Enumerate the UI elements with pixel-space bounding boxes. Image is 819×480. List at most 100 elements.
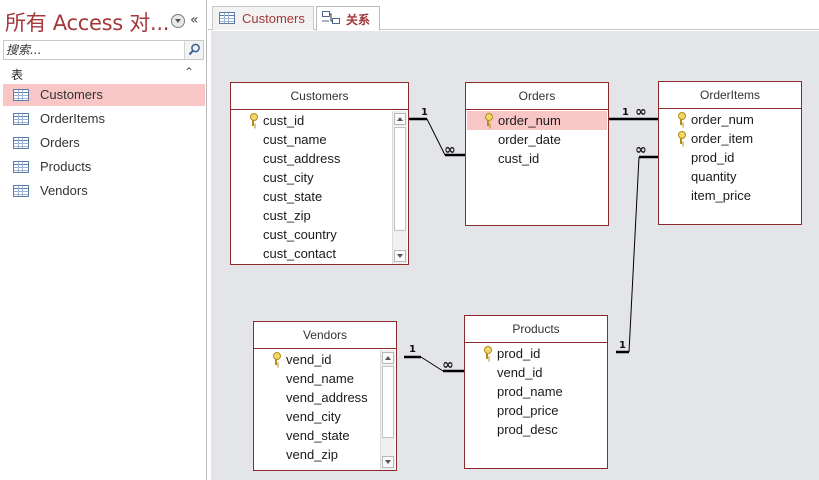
tab-label: Customers bbox=[242, 11, 305, 26]
relationship-line-vendors-products bbox=[404, 355, 464, 373]
field-vend-zip[interactable]: vend_zip bbox=[255, 445, 380, 464]
primary-key-icon bbox=[249, 113, 258, 127]
relationships-icon bbox=[322, 11, 340, 24]
primary-key-icon bbox=[483, 346, 492, 360]
field-prod-price[interactable]: prod_price bbox=[466, 401, 606, 420]
field-name: vend_zip bbox=[286, 447, 339, 462]
primary-key-icon bbox=[272, 352, 281, 366]
relationship-many-label: ∞ bbox=[635, 142, 647, 158]
search-input[interactable] bbox=[6, 42, 184, 58]
field-cust-state[interactable]: cust_state bbox=[232, 187, 392, 206]
field-cust-contact[interactable]: cust_contact bbox=[232, 244, 392, 263]
table-title[interactable]: Customers bbox=[231, 83, 408, 110]
field-vend-city[interactable]: vend_city bbox=[255, 407, 380, 426]
relationship-line-products-orderitems bbox=[616, 155, 658, 354]
field-cust-id[interactable]: cust_id bbox=[467, 149, 607, 168]
table-vendors[interactable]: Vendors vend_id vend_name vend_address v… bbox=[253, 321, 397, 471]
field-order-num[interactable]: order_num bbox=[467, 111, 607, 130]
table-icon bbox=[13, 185, 29, 197]
field-cust-zip[interactable]: cust_zip bbox=[232, 206, 392, 225]
relationship-line-customers-orders bbox=[408, 117, 465, 157]
field-name: cust_contact bbox=[263, 246, 336, 261]
nav-item-label: Customers bbox=[40, 87, 103, 102]
field-name: cust_zip bbox=[263, 208, 311, 223]
tab-customers[interactable]: Customers bbox=[212, 6, 314, 30]
table-title[interactable]: Products bbox=[465, 316, 607, 343]
field-cust-city[interactable]: cust_city bbox=[232, 168, 392, 187]
field-name: cust_address bbox=[263, 151, 341, 166]
table-customers[interactable]: Customers cust_id cust_name cust_address… bbox=[230, 82, 409, 265]
primary-key-icon bbox=[677, 131, 686, 145]
group-label: 表 bbox=[11, 68, 24, 82]
nav-menu-dropdown-icon[interactable] bbox=[171, 14, 185, 28]
field-vend-state[interactable]: vend_state bbox=[255, 426, 380, 445]
scroll-down-icon[interactable] bbox=[382, 456, 394, 468]
nav-item-products[interactable]: Products bbox=[3, 156, 205, 178]
field-vend-id[interactable]: vend_id bbox=[255, 350, 380, 369]
document-tab-bar: Customers 关系 bbox=[208, 0, 819, 31]
relationships-canvas[interactable]: 1 ∞ 1 ∞ 1 ∞ 1 ∞ Customers cust_id cust_n… bbox=[211, 31, 819, 480]
scroll-thumb[interactable] bbox=[394, 127, 406, 231]
field-quantity[interactable]: quantity bbox=[660, 167, 800, 186]
relationship-many-label: ∞ bbox=[635, 104, 647, 120]
table-orders[interactable]: Orders order_num order_date cust_id bbox=[465, 82, 609, 226]
tab-relationships[interactable]: 关系 bbox=[316, 6, 380, 31]
nav-title[interactable]: 所有 Access 对... bbox=[5, 11, 170, 35]
field-name: prod_name bbox=[497, 384, 563, 399]
navigation-pane: 所有 Access 对... « 表 ⌃ Customers OrderItem… bbox=[0, 0, 207, 480]
field-cust-country[interactable]: cust_country bbox=[232, 225, 392, 244]
field-prod-id[interactable]: prod_id bbox=[466, 344, 606, 363]
field-name: cust_city bbox=[263, 170, 314, 185]
nav-item-vendors[interactable]: Vendors bbox=[3, 180, 205, 202]
nav-item-label: Vendors bbox=[40, 183, 88, 198]
scroll-down-icon[interactable] bbox=[394, 250, 406, 262]
field-name: cust_id bbox=[498, 151, 540, 166]
table-icon bbox=[219, 12, 235, 24]
field-cust-address[interactable]: cust_address bbox=[232, 149, 392, 168]
field-vend-name[interactable]: vend_name bbox=[255, 369, 380, 388]
field-name: vend_city bbox=[286, 409, 341, 424]
table-products[interactable]: Products prod_id vend_id prod_name prod_… bbox=[464, 315, 608, 469]
nav-item-orderitems[interactable]: OrderItems bbox=[3, 108, 205, 130]
table-title[interactable]: Vendors bbox=[254, 322, 396, 349]
scroll-up-icon[interactable] bbox=[394, 113, 406, 125]
field-name: quantity bbox=[691, 169, 737, 184]
search-icon bbox=[188, 43, 200, 56]
field-name: prod_id bbox=[691, 150, 735, 165]
field-prod-name[interactable]: prod_name bbox=[466, 382, 606, 401]
primary-key-icon bbox=[484, 113, 493, 127]
field-prod-desc[interactable]: prod_desc bbox=[466, 420, 606, 439]
scroll-up-icon[interactable] bbox=[382, 352, 394, 364]
field-prod-id[interactable]: prod_id bbox=[660, 148, 800, 167]
table-title[interactable]: Orders bbox=[466, 83, 608, 110]
nav-header: 所有 Access 对... « bbox=[0, 6, 207, 38]
field-order-item[interactable]: order_item bbox=[660, 129, 800, 148]
primary-key-icon bbox=[677, 112, 686, 126]
table-icon bbox=[13, 161, 29, 173]
field-name: prod_desc bbox=[497, 422, 558, 437]
field-cust-id[interactable]: cust_id bbox=[232, 111, 392, 130]
field-vend-id[interactable]: vend_id bbox=[466, 363, 606, 382]
search-button[interactable] bbox=[184, 41, 203, 59]
field-name: order_num bbox=[498, 113, 561, 128]
nav-item-orders[interactable]: Orders bbox=[3, 132, 205, 154]
field-list-scrollbar[interactable] bbox=[380, 350, 395, 470]
field-name: vend_name bbox=[286, 371, 354, 386]
scroll-thumb[interactable] bbox=[382, 366, 394, 438]
group-header-tables[interactable]: 表 ⌃ bbox=[3, 64, 204, 84]
field-vend-address[interactable]: vend_address bbox=[255, 388, 380, 407]
field-cust-name[interactable]: cust_name bbox=[232, 130, 392, 149]
field-order-num[interactable]: order_num bbox=[660, 110, 800, 129]
table-orderitems[interactable]: OrderItems order_num order_item prod_id … bbox=[658, 81, 802, 225]
nav-collapse-icon[interactable]: « bbox=[190, 12, 199, 28]
field-name: cust_state bbox=[263, 189, 323, 204]
table-title[interactable]: OrderItems bbox=[659, 82, 801, 109]
tab-label: 关系 bbox=[346, 13, 371, 27]
relationship-one-label: 1 bbox=[622, 107, 629, 118]
field-item-price[interactable]: item_price bbox=[660, 186, 800, 205]
table-icon bbox=[13, 89, 29, 101]
field-order-date[interactable]: order_date bbox=[467, 130, 607, 149]
field-list-scrollbar[interactable] bbox=[392, 111, 407, 264]
nav-item-customers[interactable]: Customers bbox=[3, 84, 205, 106]
group-collapse-icon[interactable]: ⌃ bbox=[183, 65, 194, 79]
